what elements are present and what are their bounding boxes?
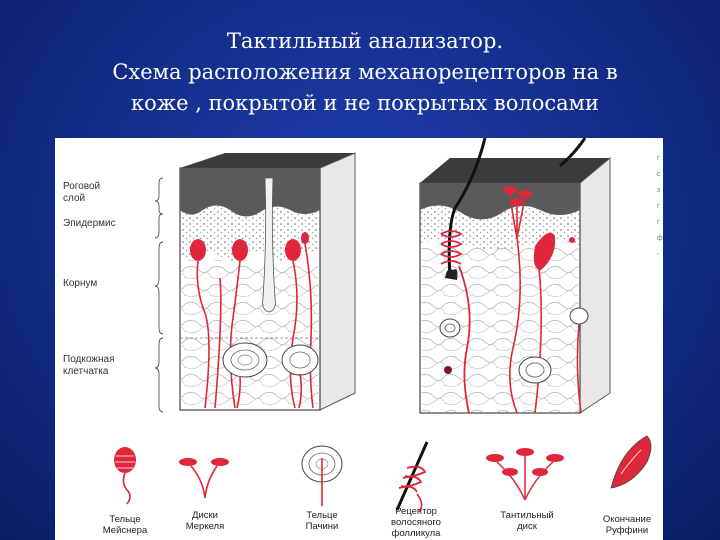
diagram-panel: Роговой слой Эпидермис Корнум Подкожная … bbox=[55, 138, 663, 540]
caption-meissner-2: Мейснера bbox=[103, 525, 148, 536]
caption-hair-1: Рецептор bbox=[395, 506, 437, 517]
title-line-3: коже , покрытой и не покрытых волосами bbox=[131, 91, 599, 115]
skin-diagram: Роговой слой Эпидермис Корнум Подкожная … bbox=[63, 138, 663, 539]
hairless-skin-block bbox=[179, 152, 356, 411]
title-line-1: Тактильный анализатор. bbox=[226, 29, 504, 53]
caption-hair-3: фолликула bbox=[392, 528, 442, 539]
caption-tactile-1: Тантильный bbox=[500, 510, 553, 521]
svg-text:с: с bbox=[657, 171, 661, 178]
pacinian-corpuscle-icon bbox=[301, 445, 343, 506]
caption-pacini-2: Пачини bbox=[306, 521, 339, 532]
label-subcutis-2: клетчатка bbox=[63, 366, 109, 377]
layer-braces bbox=[154, 177, 164, 413]
svg-text:-: - bbox=[657, 251, 660, 258]
ruffini-ending-icon bbox=[610, 435, 652, 489]
layer-labels: Роговой слой Эпидермис Корнум Подкожная … bbox=[63, 181, 116, 377]
title-line-2: Схема расположения механорецепторов на в bbox=[112, 60, 618, 84]
caption-hair-2: волосяного bbox=[391, 517, 441, 528]
caption-ruffini-2: Руффини bbox=[606, 525, 648, 536]
caption-meissner-1: Тельце bbox=[109, 514, 140, 525]
caption-merkel-2: Меркеля bbox=[186, 521, 225, 532]
svg-text:г: г bbox=[657, 219, 660, 226]
caption-pacini-1: Тельце bbox=[306, 510, 337, 521]
caption-merkel-1: Диски bbox=[192, 510, 218, 521]
meissner-corpuscle-icon bbox=[114, 447, 136, 505]
hairy-skin-block bbox=[419, 138, 611, 414]
slide-title: Тактильный анализатор. Схема расположени… bbox=[30, 26, 700, 119]
tactile-disc-icon bbox=[486, 448, 564, 501]
label-horny-1: Роговой bbox=[63, 181, 100, 192]
caption-ruffini-1: Окончание bbox=[603, 514, 651, 525]
caption-tactile-2: диск bbox=[517, 521, 538, 532]
merkel-discs-icon bbox=[179, 458, 229, 499]
svg-text:з: з bbox=[657, 187, 660, 194]
hair-follicle-receptor-icon bbox=[395, 441, 429, 513]
svg-text:г: г bbox=[657, 203, 660, 210]
label-subcutis-1: Подкожная bbox=[63, 354, 115, 365]
label-horny-2: слой bbox=[63, 193, 85, 204]
svg-text:г: г bbox=[657, 155, 660, 162]
label-epidermis: Эпидермис bbox=[63, 218, 116, 229]
label-corium: Корнум bbox=[63, 278, 97, 289]
edge-marks: г с з г г ф - bbox=[657, 155, 663, 258]
svg-text:ф: ф bbox=[657, 235, 663, 242]
receptor-captions: Тельце Мейснера Диски Меркеля Тельце Пач… bbox=[103, 506, 651, 539]
